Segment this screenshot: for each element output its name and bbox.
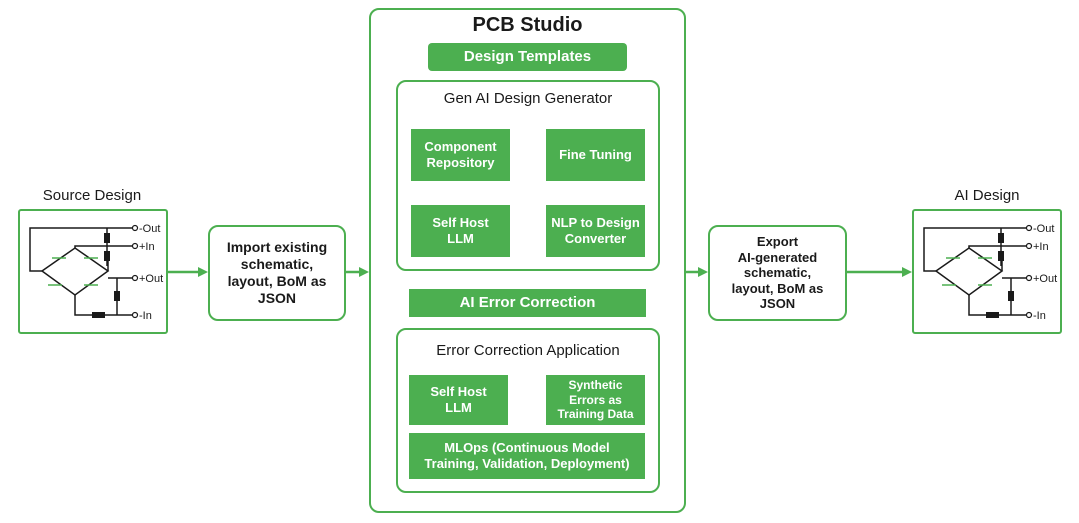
source-design-box: -Out +In +Out -In — [18, 209, 168, 334]
pin-label: -In — [1033, 310, 1046, 322]
design-templates-bar: Design Templates — [428, 43, 627, 71]
circuit-schematic-icon: -Out +In +Out -In — [29, 223, 163, 322]
self-host-llm-box-2: Self Host LLM — [409, 375, 508, 425]
pin-label: -In — [139, 310, 152, 322]
self-host-llm-box: Self Host LLM — [411, 205, 510, 257]
pin-label: +Out — [139, 273, 163, 285]
export-step-box: Export AI-generated schematic, layout, B… — [708, 225, 847, 321]
component-repository-box: Component Repository — [411, 129, 510, 181]
circuit-schematic-icon: -Out +In +Out -In — [923, 223, 1057, 322]
pin-label: +In — [139, 241, 155, 253]
source-design-title: Source Design — [42, 187, 142, 204]
gen-ai-design-generator-title: Gen AI Design Generator — [443, 90, 613, 107]
ai-error-correction-bar: AI Error Correction — [409, 289, 646, 317]
pin-label: -Out — [1033, 223, 1054, 235]
import-step-box: Import existing schematic, layout, BoM a… — [208, 225, 346, 321]
error-correction-application-title: Error Correction Application — [436, 342, 620, 359]
pin-label: +Out — [1033, 273, 1057, 285]
synthetic-errors-box: Synthetic Errors as Training Data — [546, 375, 645, 425]
mlops-box: MLOps (Continuous Model Training, Valida… — [409, 433, 645, 479]
ai-design-title: AI Design — [954, 187, 1020, 204]
fine-tuning-box: Fine Tuning — [546, 129, 645, 181]
pin-label: +In — [1033, 241, 1049, 253]
pin-label: -Out — [139, 223, 160, 235]
nlp-to-design-converter-box: NLP to Design Converter — [546, 205, 645, 257]
pcb-studio-title: PCB Studio — [472, 14, 583, 36]
ai-design-box: -Out +In +Out -In — [912, 209, 1062, 334]
